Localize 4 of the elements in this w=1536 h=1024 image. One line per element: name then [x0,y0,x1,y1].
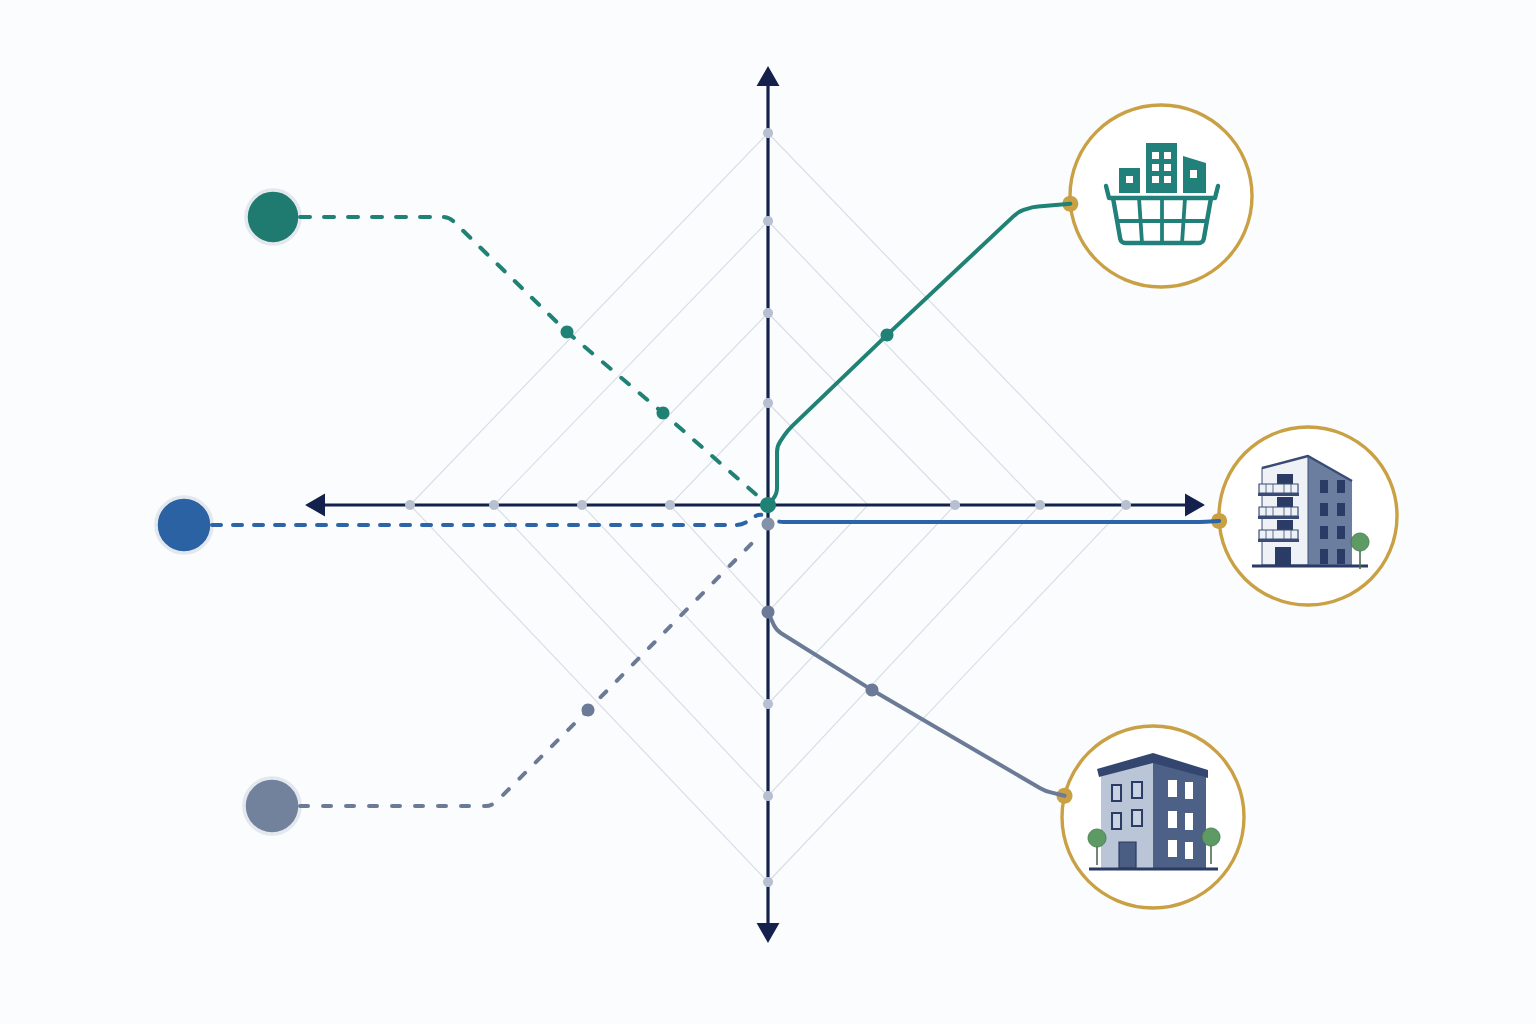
circle-marker [242,776,302,836]
circle-marker [244,188,302,246]
connector-line [210,512,1222,527]
circle-marker [154,495,214,555]
